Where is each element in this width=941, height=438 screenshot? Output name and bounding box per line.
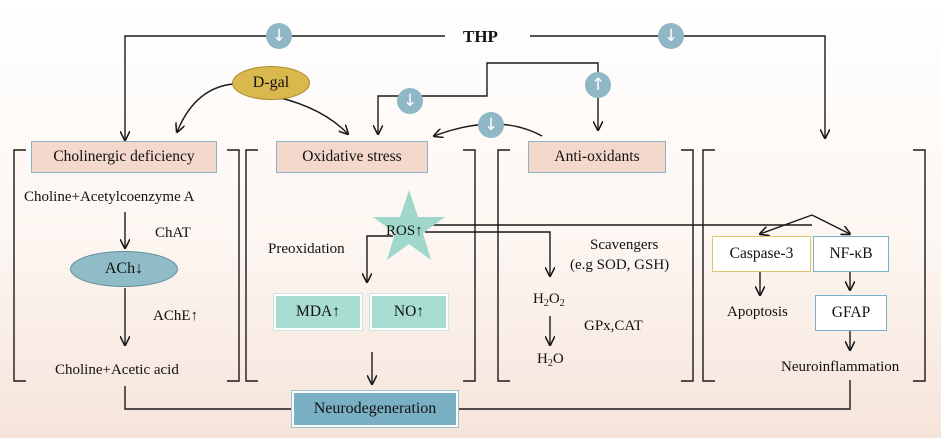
thp-down-arrow-left-icon: ↓ [266,23,292,49]
preoxidation-label: Preoxidation [268,241,345,257]
ros-star-shape [373,190,445,260]
neuroinflammation-to-neurodegeneration-line [458,380,851,410]
bracket-3-left [497,149,510,382]
h2o-label: H2O [537,351,564,369]
choline-acetylcoenzyme-label: Choline+Acetylcoenzyme A [24,189,195,205]
thp-to-oxidative-line [378,62,599,134]
thp-down-arrow-oxidative-icon: ↓ [397,88,423,114]
thp-up-arrow-icon: ↑ [585,72,611,98]
bracket-3-right [681,149,694,382]
ache-enzyme-label: AChE↑ [153,308,198,324]
branch-to-caspase-arrow [760,214,813,234]
ach-node: ACh↓ [70,251,178,287]
choline-acetic-acid-label: Choline+Acetic acid [55,362,179,378]
dgal-node: D-gal [232,66,310,100]
scavengers-examples-label: (e.g SOD, GSH) [570,257,670,273]
dgal-to-oxidative-arrow [266,94,348,134]
ros-to-h2o2-arrow [425,231,550,276]
gfap-box: GFAP [815,295,887,331]
chat-enzyme-label: ChAT [155,225,191,241]
thp-to-neuro-line [530,35,825,138]
bracket-2-right [463,149,476,382]
dgal-to-cholinergic-arrow [177,83,234,132]
cholinergic-deficiency-box: Cholinergic deficiency [31,141,217,173]
bracket-1-left [13,149,26,382]
mda-box: MDA↑ [274,294,362,330]
thp-down-arrow-right-icon: ↓ [658,23,684,49]
apoptosis-label: Apoptosis [727,304,788,320]
thp-to-cholinergic-line [125,35,445,140]
h2o2-label: H2O2 [533,291,565,309]
gpx-cat-label: GPx,CAT [584,318,643,334]
thp-title: THP [463,27,498,46]
cholinergic-to-neurodegeneration-line [124,386,292,410]
branch-to-nfkb-arrow [811,214,850,234]
anti-oxidants-box: Anti-oxidants [528,141,666,173]
nfkb-box: NF-κB [813,236,889,272]
neuroinflammation-label: Neuroinflammation [781,359,900,375]
caspase-3-box: Caspase-3 [712,236,811,272]
bracket-1-right [227,149,240,382]
ros-to-preoxidation-arrow [367,235,393,282]
antioxidant-down-arrow-icon: ↓ [478,112,504,138]
bracket-2-left [245,149,258,382]
neurodegeneration-box: Neurodegeneration [292,391,458,427]
no-box: NO↑ [370,294,448,330]
bracket-4-right [913,149,926,382]
bracket-4-left [702,149,715,382]
oxidative-stress-box: Oxidative stress [276,141,428,173]
ros-label: ROS↑ [386,223,423,239]
scavengers-label: Scavengers [590,237,659,253]
